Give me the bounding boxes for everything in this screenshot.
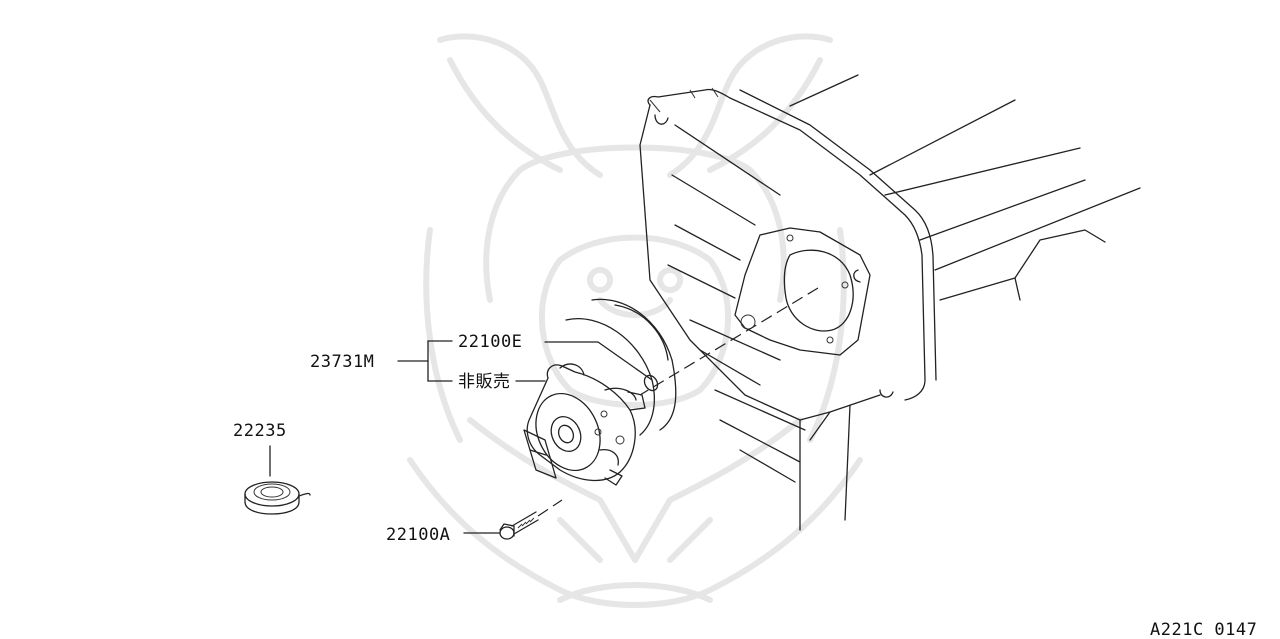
distributor-assembly-icon	[523, 363, 646, 486]
axis-line	[639, 287, 819, 396]
part-label-not-for-sale: 非販売	[458, 372, 511, 392]
coil-spring-icon	[244, 481, 311, 515]
part-label-22100e[interactable]: 22100E	[458, 332, 522, 352]
flange-bolt-icon	[499, 499, 563, 540]
part-label-23731m[interactable]: 23731M	[310, 352, 374, 372]
part-label-22100a[interactable]: 22100A	[386, 525, 450, 545]
diagram-code: A221C 0147	[1150, 620, 1257, 639]
leader-lines	[269, 340, 653, 534]
engine-block-outline-icon	[639, 74, 1141, 531]
samurai-helmet-watermark-icon	[407, 33, 863, 608]
part-label-22235[interactable]: 22235	[233, 421, 287, 441]
gasket-icon	[565, 298, 677, 436]
